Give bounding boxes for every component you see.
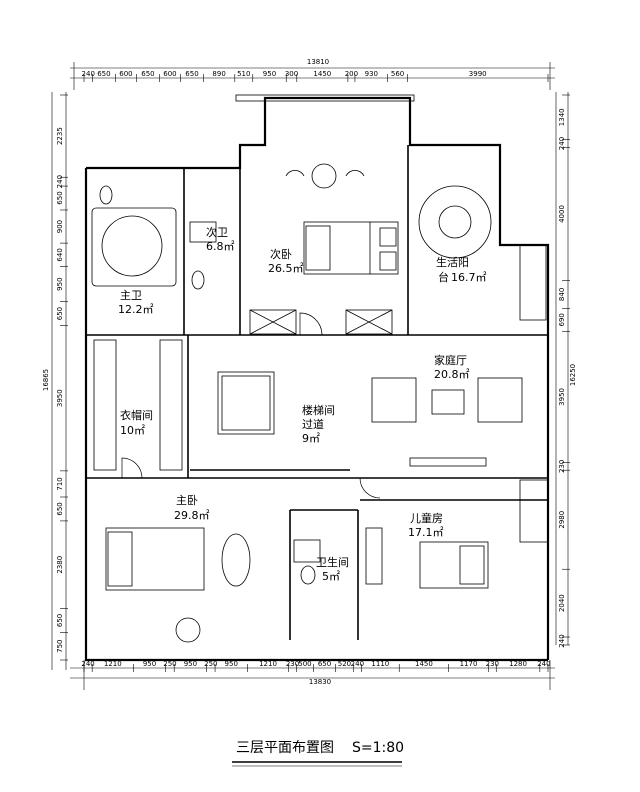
dim-segment-label: 650 (97, 70, 110, 78)
bottom-overall-dim: 13830 (309, 678, 331, 686)
left-overall-dim: 16865 (42, 369, 50, 391)
dim-segment-label: 900 (56, 220, 64, 233)
dim-segment-label: 230 (286, 660, 299, 668)
room-area-kids-room: 17.1㎡ (408, 526, 444, 539)
dim-segment-label: 4000 (558, 205, 566, 223)
dim-segment-label: 650 (185, 70, 198, 78)
dim-segment-label: 240 (558, 137, 566, 150)
room-area-stairwell: 9㎡ (302, 432, 320, 445)
plan-scale: S=1:80 (352, 740, 404, 756)
dim-segment-label: 200 (345, 70, 358, 78)
room-area-restroom: 5㎡ (322, 570, 340, 583)
dim-segment-label: 240 (82, 70, 95, 78)
dim-segment-label: 240 (351, 660, 364, 668)
plan-title: 三层平面布置图 (236, 740, 334, 756)
left-dimension-lines (51, 92, 67, 670)
room-area-secondary-bedroom: 26.5㎡ (268, 262, 304, 275)
room-area-balcony-prefix: 台 (438, 270, 449, 284)
dim-segment-label: 3950 (56, 389, 64, 407)
dim-segment-label: 1110 (371, 660, 389, 668)
dim-segment-label: 230 (486, 660, 499, 668)
dim-segment-label: 950 (184, 660, 197, 668)
right-dimension-segments: 1340 240 4000 840 690 3950 230 2980 2040 240 (558, 94, 570, 648)
dim-segment-label: 600 (119, 70, 132, 78)
dim-segment-label: 950 (56, 277, 64, 290)
dim-segment-label: 300 (285, 70, 298, 78)
doors (121, 312, 381, 499)
dim-segment-label: 930 (365, 70, 378, 78)
dim-segment-label: 3990 (469, 70, 487, 78)
dim-segment-label: 3950 (558, 388, 566, 406)
dim-segment-label: 690 (558, 313, 566, 326)
dim-segment-label: 240 (56, 175, 64, 188)
dim-segment-label: 840 (558, 288, 566, 301)
dim-segment-label: 2235 (56, 127, 64, 145)
dim-segment-label: 600 (163, 70, 176, 78)
room-area-master-bedroom: 29.8㎡ (174, 509, 210, 522)
dim-segment-label: 1280 (509, 660, 527, 668)
dim-segment-label: 710 (56, 477, 64, 490)
dim-segment-label: 650 (141, 70, 154, 78)
interior-walls (85, 145, 548, 660)
dim-segment-label: 2380 (56, 556, 64, 574)
right-overall-dim: 16250 (569, 364, 577, 386)
dim-segment-label: 650 (318, 660, 331, 668)
room-name-secondary-bedroom: 次卧 (270, 247, 292, 261)
furniture (91, 163, 549, 643)
dim-segment-label: 230 (558, 460, 566, 473)
dim-segment-label: 650 (56, 614, 64, 627)
room-area-master-bath: 12.2㎡ (118, 303, 154, 316)
room-name-closet: 衣帽间 (120, 408, 153, 422)
dim-segment-label: 1450 (313, 70, 331, 78)
dim-segment-label: 1450 (415, 660, 433, 668)
exterior-walls (84, 96, 550, 662)
room-area-secondary-bath: 6.8㎡ (206, 240, 235, 253)
dim-segment-label: 240 (537, 660, 550, 668)
dim-segment-label: 240 (81, 660, 94, 668)
dim-segment-label: 950 (263, 70, 276, 78)
dim-segment-label: 240 (558, 634, 566, 647)
dim-segment-label: 640 (56, 248, 64, 261)
dim-segment-label: 950 (225, 660, 238, 668)
bottom-dimension-lines (70, 660, 555, 690)
room-name-restroom: 卫生间 (316, 555, 349, 569)
right-dimension-lines (555, 92, 569, 645)
dim-segment-label: 1340 (558, 108, 566, 126)
dim-segment-label: 650 (56, 502, 64, 515)
balcony-railing (235, 94, 415, 102)
dim-segment-label: 1210 (259, 660, 277, 668)
dim-segment-label: 250 (163, 660, 176, 668)
room-area-balcony: 16.7㎡ (451, 271, 487, 284)
room-name-balcony: 生活阳 (436, 255, 469, 269)
dim-segment-label: 650 (56, 191, 64, 204)
top-overall-dim: 13810 (307, 58, 329, 66)
room-area-closet: 10㎡ (120, 424, 145, 437)
dim-segment-label: 1210 (104, 660, 122, 668)
top-dimension-lines (70, 62, 555, 90)
dim-segment-label: 2040 (558, 594, 566, 612)
dim-segment-label: 560 (391, 70, 404, 78)
dim-segment-label: 750 (56, 640, 64, 653)
dim-segment-label: 890 (212, 70, 225, 78)
dim-segment-label: 650 (56, 307, 64, 320)
dim-segment-label: 2980 (558, 511, 566, 529)
room-name-secondary-bath: 次卫 (206, 225, 228, 239)
room-name-corridor: 过道 (302, 417, 324, 431)
room-name-family-room: 家庭厅 (434, 353, 467, 367)
room-name-master-bath: 主卫 (120, 289, 142, 302)
dim-segment-label: 1170 (460, 660, 478, 668)
left-dimension-segments: 2235 240 650 900 640 950 650 3950 710 650 2380 650 7… (56, 94, 68, 661)
dim-segment-label: 500 (298, 660, 311, 668)
dim-segment-label: 950 (143, 660, 156, 668)
dim-segment-label: 520 (338, 660, 351, 668)
dim-segment-label: 250 (204, 660, 217, 668)
room-name-master-bedroom: 主卧 (176, 494, 198, 507)
room-name-kids-room: 儿童房 (410, 511, 443, 525)
room-name-stairwell: 楼梯间 (302, 403, 335, 417)
room-area-family-room: 20.8㎡ (434, 368, 470, 381)
dim-segment-label: 510 (237, 70, 250, 78)
